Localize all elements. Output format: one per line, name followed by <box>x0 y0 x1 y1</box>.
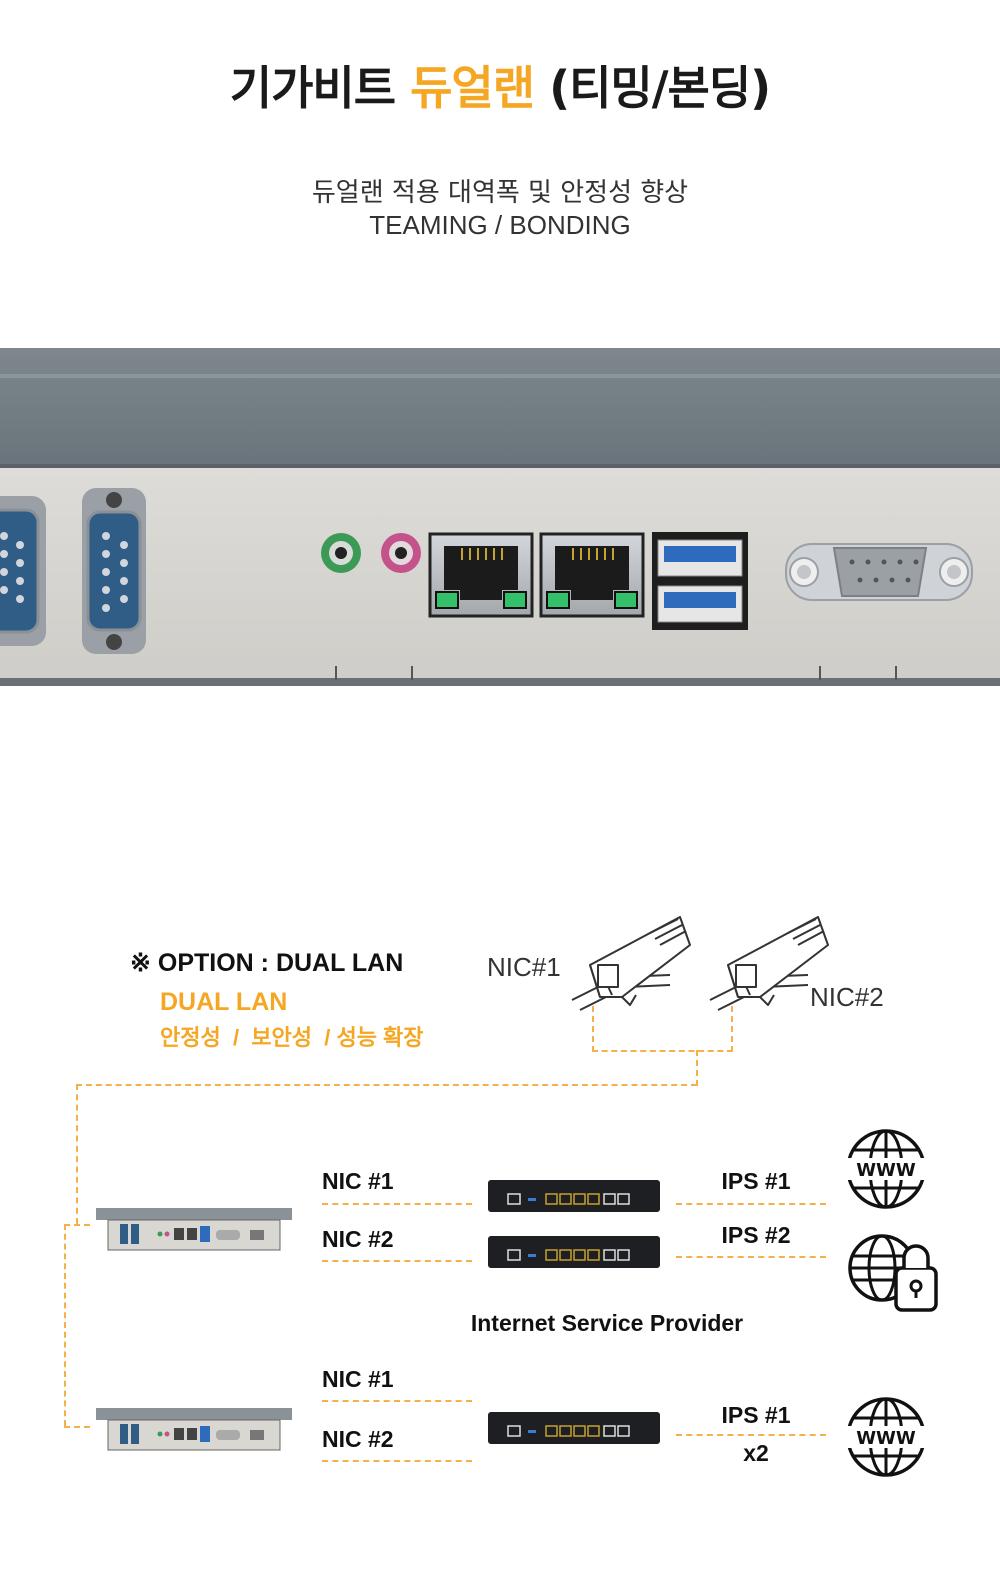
isp-label: Internet Service Provider <box>470 1310 744 1336</box>
globe-www-icon-2: WWW <box>846 1397 926 1477</box>
bottom-multiplier-label: x2 <box>743 1440 769 1466</box>
bottom-ips1-line <box>676 1434 826 1436</box>
serial-port-left <box>82 488 146 654</box>
connector-left-upper <box>76 1084 78 1224</box>
globe-2-text: WWW <box>856 1428 916 1449</box>
audio-jack-green <box>321 533 361 573</box>
option-features: 안정성 / 보안성 / 성능 확장 <box>160 1025 424 1050</box>
router-3 <box>488 1412 660 1444</box>
globe-1-text: WWW <box>856 1160 916 1181</box>
connector-top-run <box>76 1084 697 1086</box>
top-nic1-label: NIC #1 <box>322 1168 394 1194</box>
cable-label-nic1: NIC#1 <box>487 952 561 982</box>
globe-www-icon-1: WWW <box>846 1129 926 1209</box>
connector-drop <box>696 1050 698 1086</box>
serial-port-left-partial <box>0 496 46 646</box>
audio-jack-pink <box>381 533 421 573</box>
title-accent: 듀얼랜 <box>410 61 535 115</box>
option-subtitle: DUAL LAN <box>160 988 288 1016</box>
bottom-nic2-line <box>322 1460 472 1462</box>
cable-label-nic2: NIC#2 <box>810 982 884 1012</box>
title-prefix: 기가비트 <box>229 61 396 115</box>
globe-lock-icon <box>848 1234 938 1312</box>
connector-bridge <box>592 1050 733 1052</box>
connector-to-panel2 <box>64 1426 90 1428</box>
top-nic1-line <box>322 1203 472 1205</box>
bottom-nic1-label: NIC #1 <box>322 1366 394 1392</box>
top-ips1-line <box>676 1203 826 1205</box>
connector-nic1-down <box>592 1006 594 1052</box>
top-nic2-line <box>322 1260 472 1262</box>
panel-pc-thumbnail-2 <box>96 1408 292 1451</box>
router-1 <box>488 1180 660 1212</box>
page-title: 기가비트 듀얼랜 (티밍/본딩) <box>0 52 1000 118</box>
lan-port-2 <box>539 532 645 618</box>
subtitle-korean: 듀얼랜 적용 대역폭 및 안정성 향상 <box>311 178 689 208</box>
top-ips2-label: IPS #2 <box>721 1222 791 1248</box>
top-ips2-line <box>676 1256 826 1258</box>
option-title: ※ OPTION : DUAL LAN <box>130 949 404 977</box>
bottom-nic1-line <box>322 1400 472 1402</box>
top-nic2-label: NIC #2 <box>322 1226 394 1252</box>
top-ips1-label: IPS #1 <box>721 1168 791 1194</box>
bottom-ips1-label: IPS #1 <box>721 1402 791 1428</box>
bottom-nic2-label: NIC #2 <box>322 1426 394 1452</box>
lan-port-1 <box>428 532 534 618</box>
ethernet-cables-icon <box>571 916 829 1011</box>
router-2 <box>488 1236 660 1268</box>
connector-to-panel1 <box>64 1224 90 1226</box>
serial-port-right <box>785 543 973 601</box>
panel-io-illustration <box>0 348 1000 686</box>
panel-pc-thumbnail-1 <box>96 1208 292 1251</box>
subtitle-english: TEAMING / BONDING <box>369 210 631 240</box>
connector-nic2-down <box>731 1006 733 1052</box>
title-suffix: (티밍/본딩) <box>549 61 771 115</box>
usb-ports-stack <box>652 532 748 630</box>
connector-left-bracket <box>64 1224 66 1426</box>
